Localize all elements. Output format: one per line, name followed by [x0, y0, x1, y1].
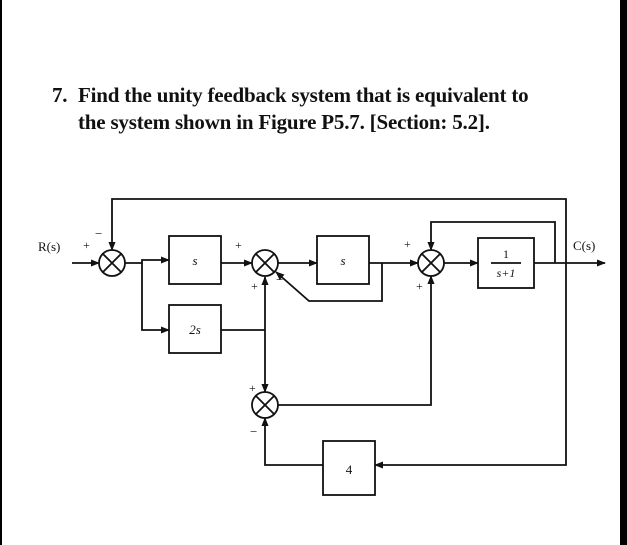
sign-j3-bottom: + [416, 279, 423, 293]
left-border [0, 0, 2, 545]
tf-numerator: 1 [503, 247, 509, 261]
sign-j2-bottom: + [251, 279, 258, 293]
block-2s-label: 2s [189, 322, 201, 337]
arrow-j4-to-j3 [278, 275, 435, 406]
block-4-label: 4 [346, 462, 353, 477]
arrow-block-4-to-j4 [261, 417, 323, 466]
inner-feedback-path [275, 263, 383, 302]
arrow-output-to-block-4 [374, 263, 567, 469]
problem-text-line-2: the system shown in Figure P5.7. [Sectio… [78, 110, 490, 134]
problem-number: 7. [52, 83, 68, 107]
block-s1: s [168, 235, 222, 285]
summing-junction-4 [251, 391, 279, 419]
problem-text-line-1: Find the unity feedback system that is e… [78, 83, 529, 107]
right-border [620, 0, 627, 545]
sign-j4-top: + [249, 381, 256, 395]
arrow-to-block-s1 [125, 256, 170, 264]
input-label: R(s) [38, 239, 60, 254]
summing-junction-2 [251, 249, 279, 277]
block-s2-label: s [340, 253, 345, 268]
tf-denominator: s+1 [497, 266, 516, 280]
sign-j1-left: + [83, 238, 90, 252]
block-s2: s [316, 235, 370, 285]
output-feedback-to-j3 [427, 221, 556, 263]
block-s1-label: s [192, 253, 197, 268]
sign-j1-top: − [95, 226, 102, 241]
arrow-to-block-2s [141, 263, 170, 334]
sign-j3-top: + [404, 237, 411, 251]
block-4: 4 [322, 440, 376, 496]
outer-feedback-path [108, 198, 567, 263]
summing-junction-3 [417, 249, 445, 277]
sign-j2-left: + [235, 238, 242, 252]
block-transfer-function: 1 s+1 [477, 237, 535, 289]
sign-j4-bottom: − [250, 424, 257, 439]
summing-junction-1 [98, 249, 126, 277]
output-label: C(s) [573, 238, 595, 253]
block-2s: 2s [168, 304, 222, 354]
